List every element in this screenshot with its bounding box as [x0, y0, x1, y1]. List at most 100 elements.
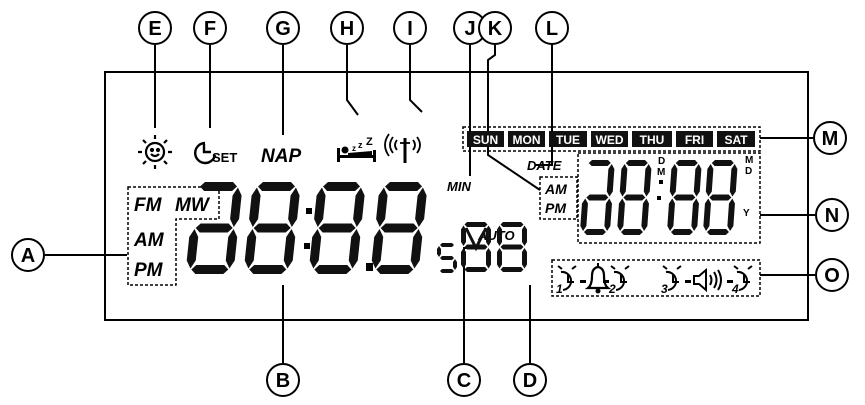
clock-set-icon — [194, 141, 217, 165]
seven-segment-digit — [244, 182, 300, 274]
sun-face-icon — [138, 135, 172, 169]
main-colon-top — [306, 208, 312, 214]
segment-a — [675, 160, 698, 166]
segment-a — [440, 243, 454, 247]
segment-c — [727, 198, 735, 231]
leader-lines — [45, 45, 815, 363]
segment-b — [693, 164, 702, 197]
segment-b — [486, 225, 491, 246]
segment-g — [673, 194, 696, 201]
callout-k: K — [478, 11, 512, 45]
callout-g: G — [266, 11, 300, 45]
seven-segment-digit — [371, 182, 427, 274]
callout-letter: B — [276, 370, 290, 392]
date-colon-bottom — [657, 196, 661, 200]
segment-a — [200, 182, 238, 191]
callout-letter: F — [204, 18, 216, 40]
date-colon-top — [659, 180, 663, 184]
marker-y: Y — [743, 208, 750, 219]
segment-a — [625, 160, 648, 166]
date-time-box — [577, 152, 761, 244]
weekday-thu: THU — [632, 131, 672, 147]
radio-signal-icon — [384, 133, 421, 163]
segment-d — [440, 269, 454, 273]
segment-b — [522, 225, 527, 246]
svg-text:z: z — [358, 140, 363, 150]
main-decimal-point — [366, 263, 373, 271]
segment-e — [186, 229, 199, 269]
sleep-bed-icon: z z Z — [337, 136, 376, 162]
weekday-wed: WED — [591, 131, 628, 147]
alarm-number: 3 — [661, 282, 668, 296]
weekday-sun: SUN — [467, 131, 504, 147]
weekday-mon: MON — [508, 131, 545, 147]
svg-text:MON: MON — [513, 133, 541, 147]
segment-a — [588, 160, 611, 166]
segment-d — [314, 265, 352, 274]
callout-letter: O — [824, 265, 840, 287]
segment-e — [309, 229, 322, 269]
band-pm: PM — [134, 260, 164, 281]
segment-f — [376, 187, 388, 227]
svg-text:SUN: SUN — [473, 133, 498, 147]
date-label: DATE — [527, 158, 562, 173]
segment-g — [500, 244, 524, 250]
segment-g — [195, 223, 233, 233]
segment-d — [191, 265, 229, 274]
callout-a: A — [11, 238, 45, 272]
segment-a — [500, 222, 524, 227]
alarm-box — [551, 259, 761, 297]
segment-d — [500, 267, 524, 272]
weekday-fri: FRI — [676, 131, 713, 147]
m-segment — [464, 227, 488, 252]
main-colon-bottom — [304, 243, 310, 249]
segment-g — [440, 256, 454, 260]
callout-d: D — [513, 363, 547, 397]
segment-b — [643, 164, 652, 197]
callout-letter: G — [275, 18, 291, 40]
seven-segment-digit — [309, 182, 365, 274]
seven-segment-digit — [461, 222, 491, 272]
min-label: MIN — [447, 179, 471, 194]
alarm-clock-icon: 1 — [556, 265, 577, 296]
seven-segment-digit — [703, 160, 738, 235]
segment-e — [497, 248, 502, 269]
callout-letter: L — [546, 18, 558, 40]
callout-letter: J — [464, 18, 475, 40]
svg-text:THU: THU — [640, 133, 665, 147]
segment-d — [376, 265, 414, 274]
svg-text:TUE: TUE — [556, 133, 580, 147]
callout-letter: I — [407, 18, 413, 40]
segment-f — [461, 225, 466, 246]
callout-e: E — [138, 11, 172, 45]
segment-c — [283, 229, 296, 269]
mode-digits — [437, 222, 527, 273]
segment-b — [606, 164, 615, 197]
alarm-clock-icon: 4 — [731, 265, 753, 296]
segment-b — [415, 187, 427, 227]
segment-a — [385, 182, 423, 191]
segment-e — [461, 248, 466, 269]
alarm-number: 1 — [556, 282, 563, 296]
dash — [685, 280, 691, 283]
segment-e — [703, 198, 711, 231]
segment-f — [619, 164, 628, 197]
dash — [727, 280, 733, 283]
segment-d — [706, 229, 729, 235]
svg-text:z: z — [352, 144, 356, 153]
segment-e — [244, 229, 257, 269]
ampm-box — [539, 176, 578, 220]
callout-letter: K — [488, 18, 503, 40]
segment-d — [670, 229, 693, 235]
segment-f — [437, 246, 441, 257]
weekday-tue: TUE — [549, 131, 587, 147]
weekday-box — [462, 126, 761, 152]
segment-g — [586, 194, 609, 201]
svg-text:Z: Z — [366, 136, 373, 148]
alarm-number: 2 — [608, 282, 616, 296]
callout-f: F — [193, 11, 227, 45]
band-fm: FM — [134, 195, 163, 216]
callout-b: B — [266, 363, 300, 397]
segment-a — [464, 222, 488, 227]
seven-segment-digit — [617, 160, 652, 235]
